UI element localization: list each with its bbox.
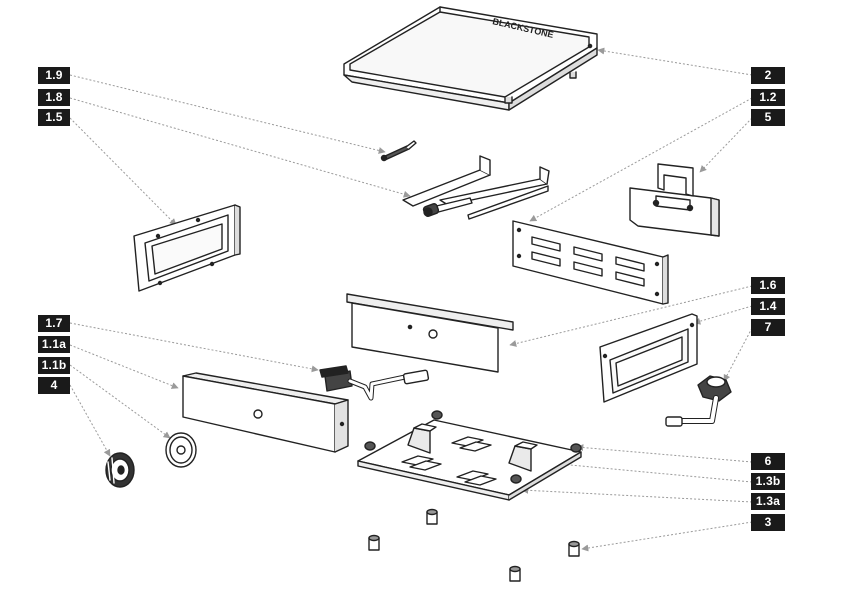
leader-5 — [699, 117, 753, 173]
part-label-1-3b: 1.3b — [751, 473, 785, 490]
leader-1-1b — [69, 364, 171, 439]
grease-cup-part — [629, 163, 720, 237]
tray-nut-part — [364, 410, 582, 484]
part-label-4: 4 — [38, 377, 70, 394]
part-label-1-5: 1.5 — [38, 109, 70, 126]
leader-1-6 — [509, 285, 753, 347]
regulator-part — [665, 375, 732, 427]
control-knob-part — [105, 452, 135, 488]
right-side-panel-part — [599, 313, 698, 403]
part-label-1-7: 1.7 — [38, 315, 70, 332]
leader-1-8 — [69, 97, 411, 198]
leader-4 — [69, 384, 111, 457]
part-label-1-1b: 1.1b — [38, 357, 70, 374]
leader-1-7 — [69, 322, 319, 373]
part-label-6: 6 — [751, 453, 785, 470]
leader-7 — [723, 327, 753, 382]
part-label-7: 7 — [751, 319, 785, 336]
part-label-2: 2 — [751, 67, 785, 84]
part-label-3: 3 — [751, 514, 785, 531]
leader-6 — [576, 444, 753, 463]
bottom-tray-part — [357, 419, 582, 501]
control-panel-box-part — [182, 372, 349, 453]
leader-1-4 — [693, 305, 753, 325]
part-label-1-4: 1.4 — [751, 298, 785, 315]
leader-1-3a — [521, 486, 753, 503]
part-label-5: 5 — [751, 109, 785, 126]
back-vent-panel-part — [512, 220, 669, 305]
rubber-foot-part — [368, 508, 580, 582]
leader-1-1a — [69, 344, 179, 389]
leader-3 — [581, 521, 753, 552]
part-label-1-8: 1.8 — [38, 89, 70, 106]
knob-bezel-part — [165, 432, 197, 468]
left-side-panel-part — [133, 204, 241, 292]
part-label-1-3a: 1.3a — [751, 493, 785, 510]
front-panel-part — [346, 293, 514, 373]
part-label-1-9: 1.9 — [38, 67, 70, 84]
burner-tube-part — [402, 155, 550, 220]
leader-2 — [597, 47, 753, 76]
leader-1-5 — [69, 117, 177, 226]
leader-lines — [69, 47, 753, 552]
part-label-1-1a: 1.1a — [38, 336, 70, 353]
griddle-top-part — [343, 6, 598, 111]
tray-bracket-part — [407, 423, 538, 472]
leader-1-9 — [69, 74, 386, 154]
part-label-1-6: 1.6 — [751, 277, 785, 294]
part-label-1-2: 1.2 — [751, 89, 785, 106]
valve-manifold-part — [319, 365, 430, 401]
leader-1-3b — [537, 459, 753, 483]
igniter-electrode-part — [380, 140, 417, 162]
